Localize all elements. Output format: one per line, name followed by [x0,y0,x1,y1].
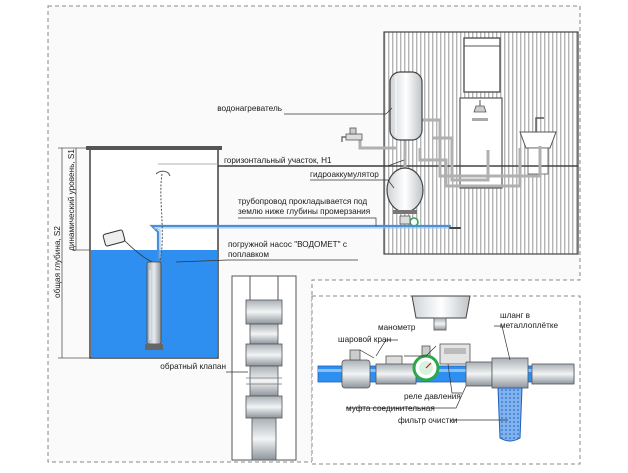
main-pipeline [149,224,461,262]
submersible-pump [145,261,163,350]
house-pipes [358,118,542,188]
dimension-lines [58,147,90,359]
label-pump-line2: поплавком [228,250,269,259]
label-pressure-relay: реле давления [404,392,461,401]
label-horizontal-section: горизонтальный участок, H1 [224,156,332,165]
label-dynamic-level: динамический уровень, S1 [67,149,76,251]
leader-lines [175,107,405,373]
ball-valve [341,359,371,389]
pressure-accumulator [386,167,424,227]
label-total-depth: общая глубина, S2 [53,226,62,298]
label-hose-line2: металлоплётке [500,321,559,330]
detail-leader-lines [346,325,511,421]
braided-hose [531,363,575,385]
manometer-small-icon [409,217,419,227]
check-valve-inset [231,275,297,461]
label-filter: фильтр очистки [398,416,458,425]
label-pipeline-line2: землю ниже глубины промерзания [238,207,370,216]
safety-rope [159,173,163,263]
label-hose-line1: шланг в [500,311,530,320]
label-ball-valve: шаровой кран [338,335,391,344]
filter-icon [491,357,529,442]
float-switch-icon [102,229,153,263]
label-pump-line1: погружной насос "ВОДОМЕТ" с [228,240,347,249]
house-window [463,37,501,93]
label-pipeline-line1: трубопровод прокладывается под [238,197,367,206]
house [383,31,579,255]
label-coupling: муфта соединительная [346,404,435,413]
label-accumulator: гидроаккумулятор [310,170,379,179]
sink-icon [519,131,557,149]
label-manometer: манометр [378,323,416,332]
water-heater [389,71,423,141]
label-water-heater: водонагреватель [217,104,282,113]
connecting-coupling [375,363,417,385]
faucet-icon [341,127,363,142]
shower-cabin [459,97,503,189]
shower-head-icon [473,105,487,113]
detail-assembly [317,295,575,442]
label-check-valve: обратный клапан [160,362,226,371]
